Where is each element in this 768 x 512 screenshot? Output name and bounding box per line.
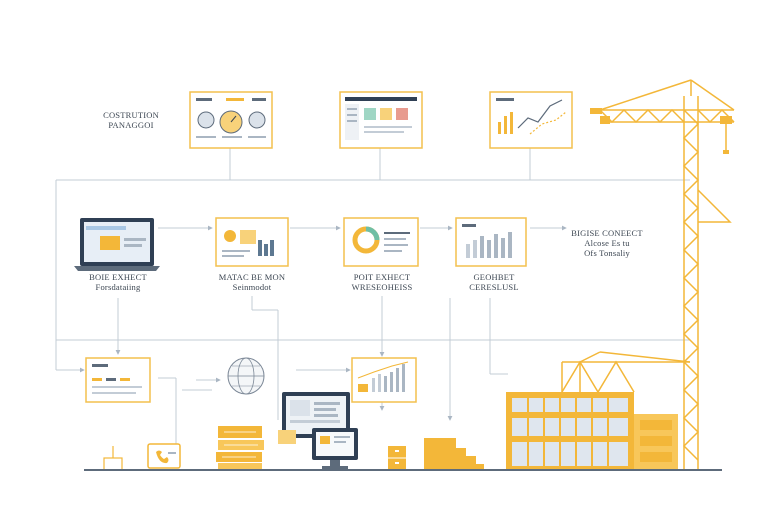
stage-label-1: BOIE EXHECT Forsdataiing (80, 272, 156, 292)
phone-icon (103, 446, 123, 471)
globe-icon (227, 357, 265, 395)
stage-label-1-line-2: Forsdataiing (95, 282, 141, 292)
lower-card-trend (351, 357, 417, 403)
stage-label-3: POIT EXHECT WRESEOHEISS (340, 272, 424, 292)
stairs-block (424, 438, 484, 470)
lower-card-stats (85, 357, 151, 403)
top-card-growth-chart (489, 91, 573, 149)
stage-label-2-line-1: MATAC BE MON (218, 272, 286, 282)
monitor-icon (278, 392, 350, 444)
laptop-icon (74, 218, 160, 271)
title-line-1: COSTRUTION (103, 110, 159, 120)
right-note-line-3: Ofs Tonsaliy (584, 248, 630, 258)
stage-label-3-line-1: POIT EXHECT (353, 272, 411, 282)
middle-card-analytics (215, 217, 289, 267)
right-note-line-1: BIGISE CONEECT (571, 228, 643, 238)
right-note: BIGISE CONEECT Alcose Es tu Ofs Tonsaliy (570, 228, 644, 258)
stage-label-1-line-1: BOIE EXHECT (89, 272, 147, 282)
diagram-title: COSTRUTION PANAGGOI (96, 110, 166, 130)
tablet-icon (147, 443, 181, 469)
desktop-icon (312, 428, 358, 469)
top-card-dashboard-gauges (189, 91, 273, 149)
stage-label-2-line-2: Seinmodot (232, 282, 272, 292)
building-icon (506, 392, 678, 470)
stage-label-4-line-2: CERESLUSL (469, 282, 519, 292)
middle-card-bar-chart (455, 217, 527, 267)
top-card-report-window (339, 91, 423, 149)
stage-label-3-line-2: WRESEOHEISS (351, 282, 413, 292)
stage-label-4-line-1: GEOHBET (473, 272, 515, 282)
stage-label-4: GEOHBET CERESLUSL (456, 272, 532, 292)
small-crane-icon (561, 351, 691, 394)
middle-card-donut (343, 217, 419, 267)
connector-lines (55, 148, 690, 468)
crane-accents (590, 108, 732, 154)
title-line-2: PANAGGOI (108, 120, 154, 130)
filing-cabinet-icon (388, 446, 406, 470)
stage-label-2: MATAC BE MON Seinmodot (210, 272, 294, 292)
right-note-line-2: Alcose Es tu (584, 238, 630, 248)
book-stack-icon (216, 426, 264, 469)
